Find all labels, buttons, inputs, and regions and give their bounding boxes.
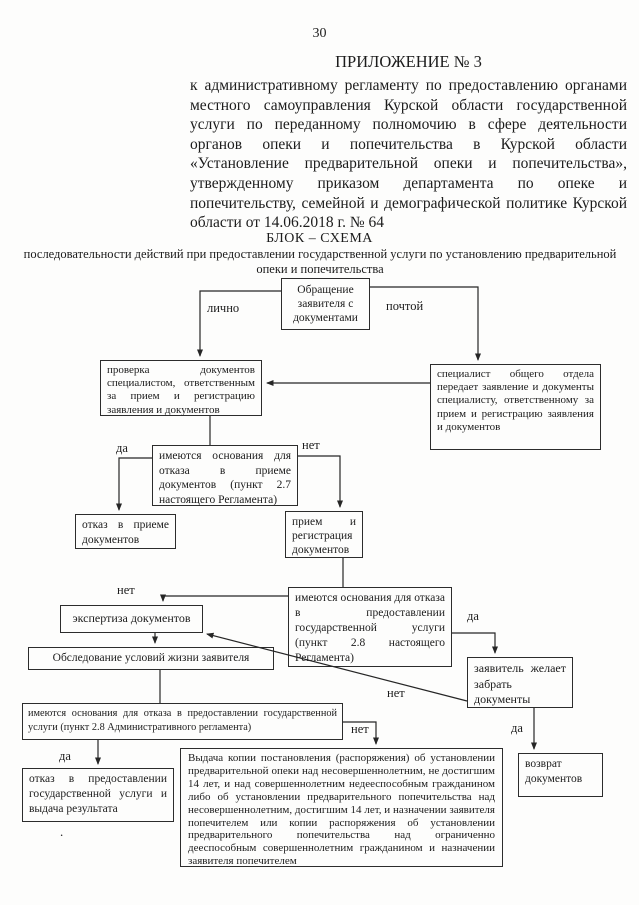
schema-subtitle: последовательности действий при предоста…: [23, 247, 617, 276]
flow-node-specialist: специалист общего отдела передает заявле…: [430, 364, 601, 450]
edge-label-da-zayavitel: да: [467, 609, 479, 623]
edge-label-net-vydacha: нет: [351, 722, 369, 736]
edge-label-pochtoy: почтой: [386, 299, 424, 313]
flow-node-proverka: проверка документов специалистом, ответс…: [100, 360, 262, 416]
flow-node-otkaz-gosuslugi: отказ в предоставлении государственной у…: [22, 768, 174, 822]
connector-net-priem: [298, 455, 343, 508]
edge-label-net-priem: нет: [302, 438, 320, 452]
flow-node-ekspertiza: экспертиза документов: [60, 605, 203, 633]
edge-label-net-ekspertiza: нет: [117, 583, 135, 597]
edge-label-lichno: лично: [207, 301, 240, 315]
flow-node-obsledovanie: Обследование условий жизни заявителя: [28, 647, 274, 670]
flow-node-obrashchenie: Обращение заявителя с документами: [281, 278, 370, 330]
flow-node-vozvrat: возврат документов: [518, 753, 603, 797]
appendix-paragraph: к административному регламенту по предос…: [190, 77, 627, 232]
flow-node-vydacha-kopii: Выдача копии постановления (распоряжения…: [180, 748, 503, 867]
flow-node-otkaz-priem: отказ в приеме документов: [75, 514, 176, 549]
connector-da-zayavitel: [452, 632, 498, 654]
flow-node-zayavitel-zabrat: заявитель желает забрать документы: [467, 657, 573, 708]
connector-da-otkaz-priem: [116, 457, 152, 511]
edge-label-net-diagonal: нет: [387, 686, 405, 700]
flow-node-decision-admin-reglament: имеются основания для отказа в предостав…: [22, 703, 343, 740]
connector-net-ekspertiza: [160, 594, 288, 602]
edge-label-da-vozvrat: да: [511, 721, 523, 735]
stray-dot: .: [60, 824, 64, 839]
document-header: ПРИЛОЖЕНИЕ № 3 к административному регла…: [190, 52, 627, 233]
flow-node-decision-otkaz-usluga: имеются основания для отказа в предостав…: [288, 587, 452, 667]
connector-pochtoy: [370, 286, 481, 361]
appendix-title: ПРИЛОЖЕНИЕ № 3: [335, 52, 482, 71]
edge-label-da-priem: да: [116, 441, 128, 455]
flow-node-decision-otkaz-priem: имеются основания для отказа в приеме до…: [152, 445, 298, 506]
flow-node-priem-registratsiya: прием и регистрация документов: [285, 511, 363, 558]
edge-label-da-otkaz: да: [59, 749, 71, 763]
page-number: 30: [312, 26, 327, 41]
schema-title: БЛОК – СХЕМА: [266, 231, 373, 246]
